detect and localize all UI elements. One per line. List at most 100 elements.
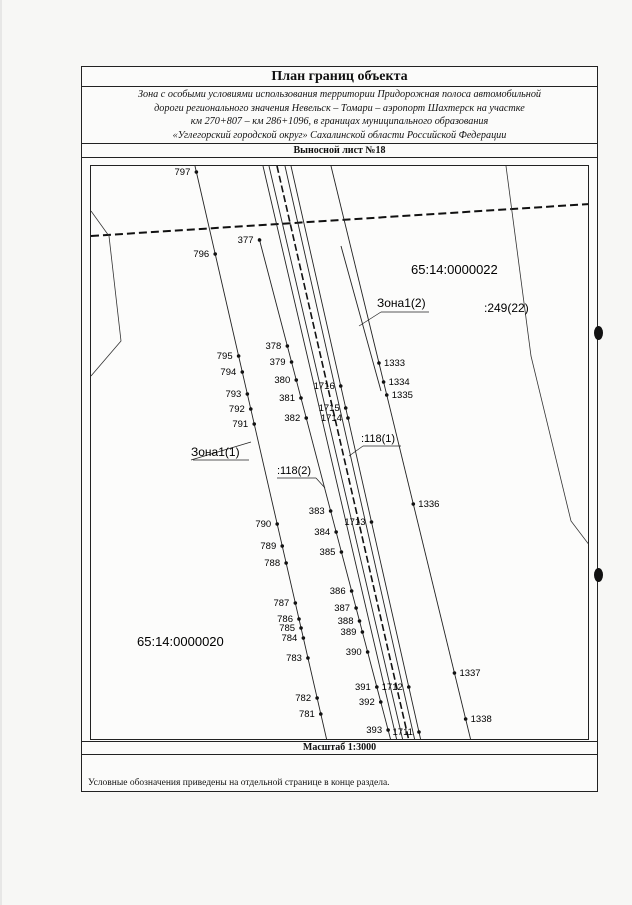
boundary-point-label: 782 xyxy=(295,693,311,704)
boundary-point-marker xyxy=(384,393,389,397)
boundary-point-label: 378 xyxy=(265,341,281,352)
boundary-point-label: 791 xyxy=(232,419,248,430)
boundary-point-marker xyxy=(343,406,348,410)
zone-boundary-right xyxy=(330,166,471,739)
boundary-point-label: 1711 xyxy=(393,727,413,738)
boundary-point-label: 1333 xyxy=(384,358,405,369)
boundary-point-label: 790 xyxy=(255,519,271,530)
boundary-point-label: 379 xyxy=(270,357,286,368)
punch-hole-mark xyxy=(594,326,603,340)
boundary-point-marker xyxy=(338,384,343,388)
boundary-point-label: 389 xyxy=(341,627,357,638)
boundary-point-label: 783 xyxy=(286,653,302,664)
boundary-point-marker xyxy=(365,650,370,654)
boundary-point-marker xyxy=(354,606,358,610)
boundary-point-label: 377 xyxy=(238,235,254,246)
boundary-point-marker xyxy=(411,502,416,506)
boundary-point-label: 794 xyxy=(220,367,236,378)
boundary-point-label: 789 xyxy=(260,541,276,552)
description-line: км 270+807 – км 286+1096, в границах мун… xyxy=(190,116,489,127)
boundary-point-marker xyxy=(236,354,241,358)
boundary-point-marker xyxy=(357,619,362,623)
boundary-point-marker xyxy=(284,561,288,565)
boundary-point-label: 797 xyxy=(175,167,191,178)
boundary-point-label: 1334 xyxy=(389,377,410,388)
boundary-point-label: 385 xyxy=(320,547,336,558)
parcel-boundary-left xyxy=(91,210,122,377)
boundary-point-label: 784 xyxy=(281,633,297,644)
boundary-point-label: 787 xyxy=(273,598,289,609)
leader-line xyxy=(315,477,326,489)
parcel-label: 65:14:0000020 xyxy=(137,634,224,649)
boundary-point-label: 386 xyxy=(330,586,346,597)
boundary-point-label: 391 xyxy=(355,682,371,693)
sheet-number: Выносной лист №18 xyxy=(82,144,597,158)
zone-label: :118(2) xyxy=(277,465,311,477)
zone-label: Зона1(2) xyxy=(377,296,426,310)
boundary-point-marker xyxy=(375,685,379,689)
boundary-point-marker xyxy=(378,700,383,704)
boundary-point-marker xyxy=(377,361,381,365)
boundary-point-marker xyxy=(299,396,303,400)
boundary-point-label: 382 xyxy=(284,413,300,424)
boundary-point-label: 788 xyxy=(264,558,280,569)
boundary-point-marker xyxy=(304,416,309,420)
boundary-point-label: 1715 xyxy=(319,403,340,414)
boundary-point-label: 1337 xyxy=(459,668,480,679)
boundary-point-label: 795 xyxy=(217,351,233,362)
boundary-point-label: 383 xyxy=(309,506,325,517)
boundary-point-marker xyxy=(306,656,310,660)
leader-line xyxy=(358,311,382,327)
description-line: «Углегорский городской округ» Сахалинско… xyxy=(172,129,507,141)
road-axis-line xyxy=(276,166,410,739)
boundary-point-marker xyxy=(213,252,218,256)
boundary-point-label: 785 xyxy=(279,623,295,634)
leader-line xyxy=(348,445,364,457)
zone-label: Зона1(1) xyxy=(191,445,240,459)
boundary-point-marker xyxy=(346,416,350,420)
boundary-point-label: 796 xyxy=(193,249,209,260)
boundary-point-marker xyxy=(245,392,250,396)
boundary-point-marker xyxy=(194,170,199,174)
road-edge-line xyxy=(262,166,397,739)
boundary-point-marker xyxy=(452,671,457,675)
road-edge-line xyxy=(290,166,422,739)
document-title: План границ объекта xyxy=(82,67,597,87)
object-description: Зона с особыми условиями использования т… xyxy=(82,87,597,144)
description-line: дороги регионального значения Невельск –… xyxy=(154,102,525,114)
boundary-points: 7977967957947937927917907897887877867857… xyxy=(175,167,492,738)
boundary-point-marker xyxy=(293,601,298,605)
boundary-point-label: 781 xyxy=(299,709,315,720)
boundary-point-label: 393 xyxy=(366,725,382,736)
boundary-point-label: 381 xyxy=(279,393,295,404)
boundary-point-marker xyxy=(417,730,421,734)
boundary-point-label: 1714 xyxy=(321,413,342,424)
inner-boundary-left xyxy=(258,237,391,739)
boundary-point-label: 786 xyxy=(277,614,293,625)
boundary-point-marker xyxy=(381,380,386,384)
boundary-point-marker xyxy=(297,617,301,621)
boundary-point-marker xyxy=(360,630,365,634)
zone-boundary-right-outer xyxy=(340,245,382,392)
map-drawing: 65:14:0000022 :249(22) 65:14:0000020 Зон… xyxy=(91,166,588,739)
punch-hole-mark xyxy=(594,568,603,582)
zone-label: :118(1) xyxy=(361,433,395,445)
description-line: Зона с особыми условиями использования т… xyxy=(137,89,542,100)
leader-line xyxy=(190,441,252,461)
boundary-point-marker xyxy=(334,530,338,534)
boundary-point-marker xyxy=(240,370,245,374)
boundary-point-label: 1712 xyxy=(382,682,403,693)
boundary-point-marker xyxy=(369,520,374,524)
parcel-label: 65:14:0000022 xyxy=(411,262,498,277)
boundary-point-label: 1335 xyxy=(392,390,413,401)
boundary-point-label: 388 xyxy=(338,616,354,627)
boundary-point-marker xyxy=(280,544,285,548)
map-scale: Масштаб 1:3000 xyxy=(82,741,597,755)
boundary-point-label: 793 xyxy=(225,389,241,400)
legend-note: Условные обозначения приведены на отдель… xyxy=(88,778,390,788)
plan-sheet: План границ объекта Зона с особыми услов… xyxy=(81,66,598,792)
boundary-point-marker xyxy=(319,712,323,716)
boundary-point-label: 1716 xyxy=(314,381,335,392)
boundary-point-marker xyxy=(252,422,257,426)
boundary-point-marker xyxy=(275,522,279,526)
